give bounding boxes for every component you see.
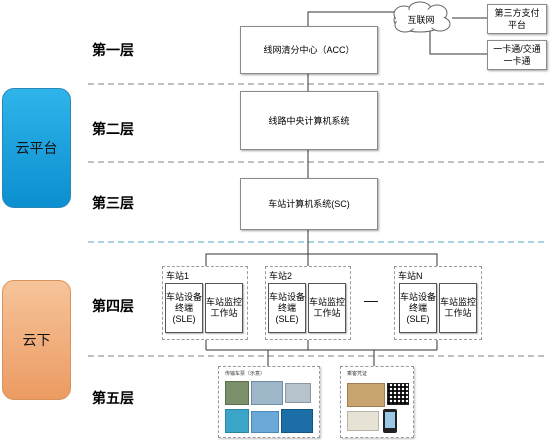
- ticket-media-title: 传输车票（示意）: [225, 371, 266, 377]
- monitor-label: 车站监控工作站: [440, 297, 477, 318]
- ticket-image-4: [225, 409, 249, 433]
- ticket-photo-image: [347, 383, 385, 407]
- card-label: 一卡通/交通一卡通: [493, 44, 541, 66]
- ticket-image-5: [251, 411, 279, 433]
- cloud-platform-label: 云平台: [15, 140, 58, 156]
- station-name: 车站N: [398, 271, 423, 281]
- ticket-media-panel: 传输车票（示意）: [218, 366, 320, 438]
- internet-label: 互联网: [407, 15, 435, 25]
- acc-label: 线网清分中心（ACC）: [263, 45, 355, 55]
- monitor-label: 车站监控工作站: [206, 297, 243, 318]
- sle-label: 车站设备终端(SLE): [166, 291, 203, 324]
- ticket-image-3: [285, 383, 311, 403]
- cloud-below-pill: 云下: [2, 280, 71, 400]
- layer-4-label: 第四层: [92, 300, 134, 315]
- sle-terminal: 车站设备终端(SLE): [165, 283, 203, 333]
- cloud-platform-pill: 云平台: [2, 88, 71, 208]
- station-name: 车站1: [166, 271, 190, 281]
- phone-icon: [383, 409, 397, 433]
- cloud-below-label: 云下: [22, 332, 51, 348]
- monitor-label: 车站监控工作站: [309, 297, 346, 318]
- station-sc-label: 车站计算机系统(SC): [268, 199, 350, 209]
- sle-label: 车站设备终端(SLE): [400, 291, 437, 324]
- monitor-workstation: 车站监控工作站: [439, 283, 477, 333]
- layer-3-label: 第三层: [92, 197, 134, 212]
- layer-5-label: 第五层: [92, 392, 134, 407]
- line-acc-internet: [307, 11, 398, 26]
- third-party-box: 第三方支付平台: [487, 4, 547, 34]
- station-ellipsis: —: [364, 292, 378, 308]
- line-central-box: 线路中央计算机系统: [240, 91, 378, 150]
- monitor-workstation: 车站监控工作站: [205, 283, 243, 333]
- station-1: 车站1 车站设备终端(SLE) 车站监控工作站: [162, 266, 248, 340]
- layer-2-label: 第二层: [92, 123, 134, 138]
- acc-box: 线网清分中心（ACC）: [240, 26, 378, 74]
- station-2: 车站2 车站设备终端(SLE) 车站监控工作站: [265, 266, 351, 340]
- line-internet-card: [429, 30, 487, 55]
- sle-terminal: 车站设备终端(SLE): [399, 283, 437, 333]
- ticket-image-2: [251, 381, 283, 405]
- passenger-voucher-title: 乘客凭证: [347, 371, 368, 377]
- qr-code-icon: [387, 383, 409, 405]
- layer-1-label: 第一层: [92, 44, 134, 59]
- passenger-voucher-panel: 乘客凭证: [340, 366, 414, 438]
- monitor-workstation: 车站监控工作站: [308, 283, 346, 333]
- third-party-label: 第三方支付平台: [494, 8, 540, 30]
- sle-label: 车站设备终端(SLE): [269, 291, 306, 324]
- sle-terminal: 车站设备终端(SLE): [268, 283, 306, 333]
- card-box: 一卡通/交通一卡通: [487, 40, 547, 70]
- line-station-bus: [205, 253, 438, 266]
- station-n: 车站N 车站设备终端(SLE) 车站监控工作站: [394, 266, 482, 340]
- ticket-image-1: [225, 381, 249, 405]
- station-name: 车站2: [269, 271, 293, 281]
- station-sc-box: 车站计算机系统(SC): [240, 178, 378, 230]
- card-image: [347, 411, 379, 431]
- line-central-label: 线路中央计算机系统: [268, 115, 350, 126]
- ticket-image-6: [281, 409, 313, 433]
